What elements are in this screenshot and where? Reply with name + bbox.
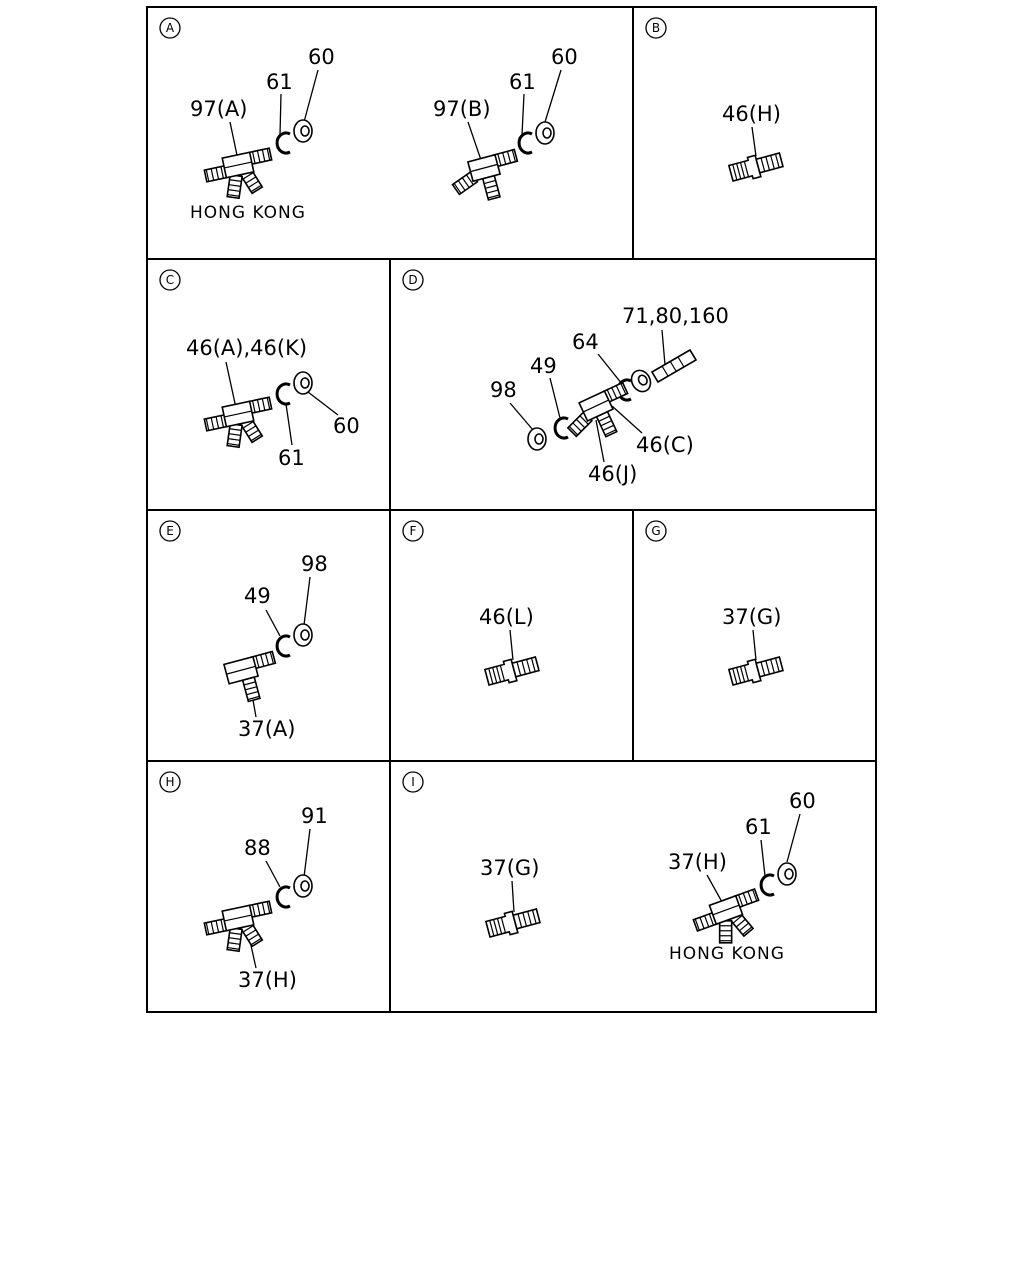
hose-nut: [627, 366, 655, 396]
label-46c: 46(C): [636, 433, 694, 457]
tee-fitting-97b: [448, 150, 525, 208]
label-64: 64: [572, 330, 599, 354]
note-hong-kong-i: HONG KONG: [669, 944, 785, 964]
label-97b: 97(B): [433, 97, 491, 121]
panel-f: F 46(L): [402, 520, 541, 689]
label-37h-h: 37(H): [238, 968, 297, 992]
label-46a-46k: 46(A),46(K): [186, 336, 307, 360]
nipple-37g-i: [484, 904, 542, 941]
panel-g: G 37(G): [645, 520, 785, 689]
label-49-d: 49: [530, 354, 557, 378]
label-37a: 37(A): [238, 717, 295, 741]
label-91: 91: [301, 804, 328, 828]
panel-h: H 91 88 37(H): [159, 771, 328, 992]
panel-c-letter: C: [166, 273, 174, 287]
snap-ring-49-e: [275, 634, 292, 658]
label-60-c: 60: [333, 414, 360, 438]
snap-ring-49-d: [553, 416, 570, 440]
nut-60-c: [293, 371, 313, 395]
brake-hose: [650, 348, 698, 384]
label-61-c: 61: [278, 446, 305, 470]
panel-a-letter: A: [166, 21, 175, 35]
label-46j: 46(J): [588, 462, 637, 486]
panel-i: I 37(G) 60 61 37(H) HONG KONG: [402, 771, 816, 964]
panel-e-letter: E: [166, 524, 174, 538]
nut-91: [293, 874, 313, 898]
panel-b-letter: B: [652, 21, 660, 35]
label-61-i: 61: [745, 815, 772, 839]
label-60-i: 60: [789, 789, 816, 813]
snap-ring-61-c: [275, 382, 292, 406]
cross-fitting-97a: [203, 148, 278, 204]
label-37h-i: 37(H): [668, 850, 727, 874]
label-49-e: 49: [244, 584, 271, 608]
nut-60-b: [535, 121, 555, 145]
cross-fitting-37h-h: [203, 901, 278, 957]
panel-h-letter: H: [165, 775, 174, 789]
label-61-a: 61: [266, 70, 293, 94]
panel-i-letter: I: [411, 775, 415, 789]
panel-d-letter: D: [408, 273, 417, 287]
label-97a: 97(A): [190, 97, 247, 121]
panel-a: A 97(A) 61 60 HONG KONG 97(B) 61 60: [159, 17, 578, 223]
note-hong-kong-a: HONG KONG: [190, 203, 306, 223]
nut-60-i: [777, 862, 797, 886]
snap-ring-61-i: [759, 873, 776, 897]
label-61-b: 61: [509, 70, 536, 94]
panel-g-letter: G: [651, 524, 660, 538]
label-71-80-160: 71,80,160: [622, 304, 729, 328]
nut-98-d: [527, 427, 547, 451]
panel-b: B 46(H): [645, 17, 785, 185]
panel-e: E 98 49 37(A): [159, 520, 328, 741]
nipple-46l: [483, 652, 541, 689]
label-88: 88: [244, 836, 271, 860]
panel-c: C 46(A),46(K) 61 60: [159, 269, 360, 470]
label-37g: 37(G): [722, 605, 781, 629]
panel-f-letter: F: [410, 524, 417, 538]
panel-grid: [146, 6, 877, 1013]
cross-fitting-37h-i: [691, 889, 770, 952]
nut-60-a: [293, 119, 313, 143]
label-46l: 46(L): [479, 605, 534, 629]
elbow-fitting-37a: [222, 650, 277, 703]
label-46h: 46(H): [722, 102, 781, 126]
snap-ring-88: [275, 885, 292, 909]
label-98-d: 98: [490, 378, 517, 402]
cross-fitting-46a: [203, 397, 278, 453]
snap-ring-61-a: [275, 131, 292, 155]
snap-ring-61-b: [517, 131, 534, 155]
label-60-a: 60: [308, 45, 335, 69]
nut-98-e: [293, 623, 313, 647]
panel-d: D 71,80,160 64 49 98 46(C) 46(J): [402, 269, 729, 486]
label-98-e: 98: [301, 552, 328, 576]
label-60-b: 60: [551, 45, 578, 69]
label-37g-i: 37(G): [480, 856, 539, 880]
